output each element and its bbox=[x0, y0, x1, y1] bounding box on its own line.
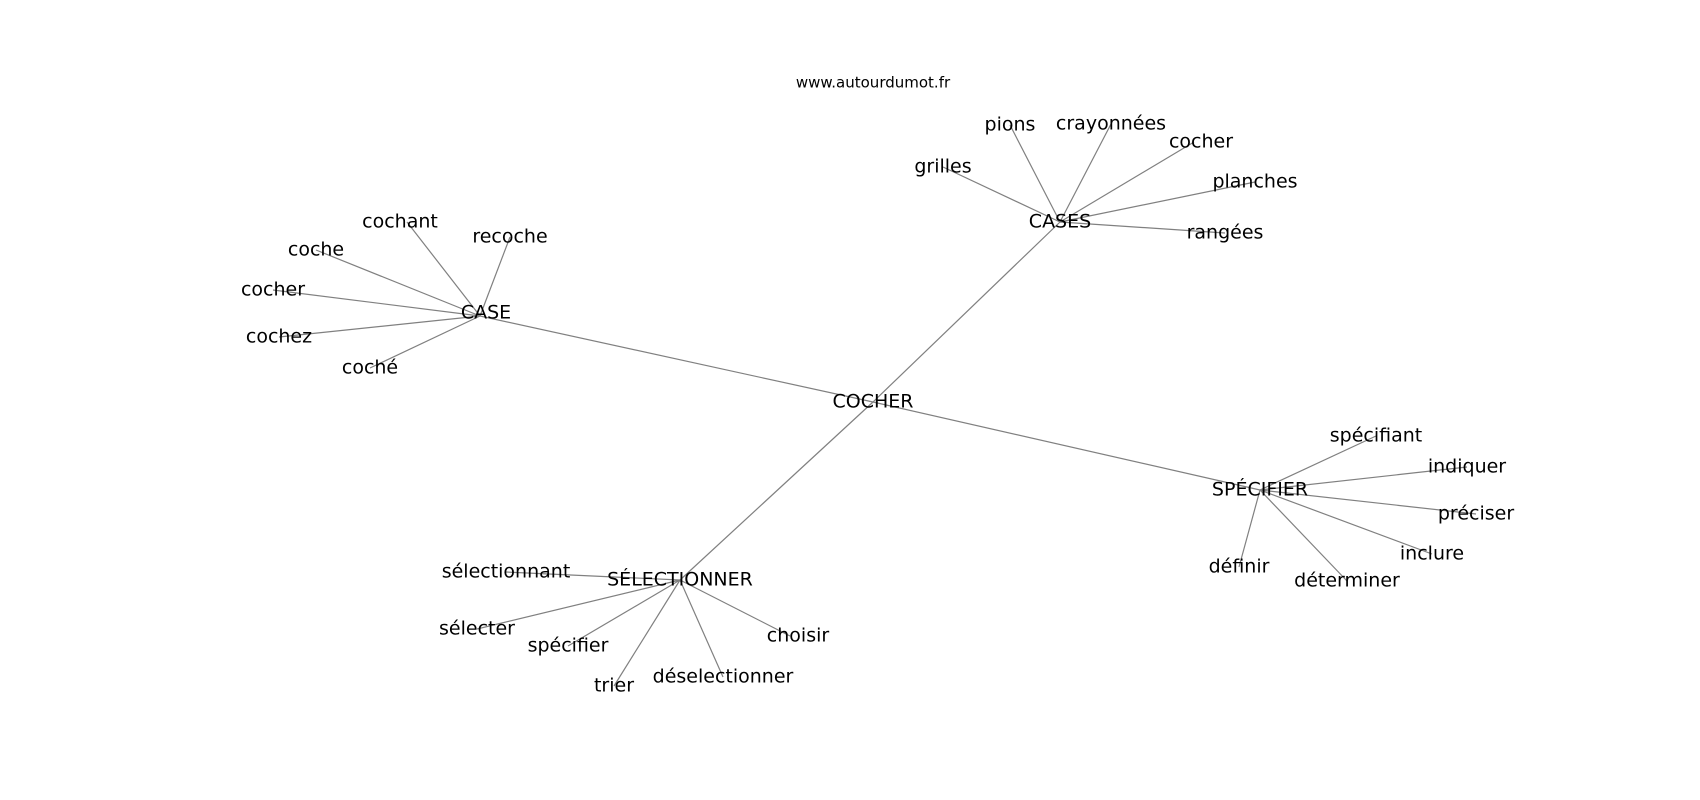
edge-cases-leaf bbox=[1059, 123, 1112, 223]
leaf-node: déselectionner bbox=[653, 666, 794, 688]
leaf-node: recoche bbox=[472, 226, 547, 248]
leaf-node: cochez bbox=[246, 326, 312, 348]
source-url: www.autourdumot.fr bbox=[796, 74, 951, 92]
leaf-node: sélecter bbox=[439, 618, 515, 640]
graph-labels: www.autourdumot.fr COCHER cochant recoche… bbox=[241, 74, 1514, 697]
edge-selectionner-leaf bbox=[505, 571, 681, 581]
leaf-node: inclure bbox=[1400, 543, 1464, 565]
cluster-node-case: CASE bbox=[461, 302, 511, 324]
edge-center-to-case bbox=[479, 315, 874, 403]
leaf-node: cocher bbox=[241, 279, 305, 301]
leaf-node: coché bbox=[342, 357, 398, 379]
edge-selectionner-leaf bbox=[567, 579, 681, 647]
edge-center-to-selectionner bbox=[679, 401, 874, 581]
leaf-node: sélectionnant bbox=[442, 561, 571, 583]
edge-case-leaf bbox=[479, 236, 511, 317]
edge-specifier-leaf bbox=[1259, 489, 1348, 582]
leaf-node: spécifiant bbox=[1330, 425, 1422, 447]
leaf-node: préciser bbox=[1438, 503, 1514, 525]
leaf-node: cochant bbox=[362, 211, 438, 233]
cluster-node-selectionner: SÉLECTIONNER bbox=[607, 568, 753, 591]
graph-edges bbox=[272, 123, 1477, 687]
edge-case-leaf bbox=[369, 315, 481, 369]
edge-center-to-specifier bbox=[872, 401, 1261, 491]
edge-case-leaf bbox=[406, 221, 481, 317]
edge-selectionner-leaf bbox=[679, 579, 724, 678]
edge-case-leaf bbox=[315, 249, 481, 317]
edge-center-to-cases bbox=[872, 221, 1061, 403]
leaf-node: déterminer bbox=[1294, 570, 1400, 592]
edge-selectionner-leaf bbox=[476, 579, 681, 630]
leaf-node: coche bbox=[288, 239, 344, 261]
edge-specifier-leaf bbox=[1259, 489, 1477, 515]
leaf-node: cocher bbox=[1169, 131, 1233, 153]
leaf-node: grilles bbox=[914, 156, 971, 178]
edge-specifier-leaf bbox=[1259, 466, 1468, 491]
leaf-node: pions bbox=[985, 114, 1036, 136]
leaf-node: trier bbox=[594, 675, 634, 697]
edge-case-leaf bbox=[272, 289, 481, 317]
edge-cases-leaf bbox=[1059, 221, 1226, 234]
edge-selectionner-leaf bbox=[679, 579, 791, 637]
cluster-node-cases: CASES bbox=[1029, 211, 1091, 233]
leaf-node: définir bbox=[1209, 556, 1270, 578]
leaf-node: indiquer bbox=[1428, 456, 1506, 478]
leaf-node: crayonnées bbox=[1056, 113, 1166, 135]
edge-selectionner-leaf bbox=[613, 579, 681, 687]
edge-cases-leaf bbox=[1059, 141, 1195, 223]
leaf-node: spécifier bbox=[528, 635, 609, 657]
edge-specifier-leaf bbox=[1259, 489, 1433, 555]
edge-case-leaf bbox=[278, 315, 481, 338]
edge-cases-leaf bbox=[942, 166, 1061, 223]
leaf-node: choisir bbox=[767, 625, 830, 647]
leaf-node: rangées bbox=[1187, 222, 1264, 244]
cluster-node-specifier: SPÉCIFIER bbox=[1212, 478, 1308, 501]
edge-cases-leaf bbox=[1059, 181, 1256, 223]
edge-cases-leaf bbox=[1009, 124, 1061, 223]
edge-specifier-leaf bbox=[1238, 489, 1261, 568]
edge-specifier-leaf bbox=[1259, 435, 1377, 491]
center-node: COCHER bbox=[833, 391, 914, 413]
leaf-node: planches bbox=[1212, 171, 1297, 193]
